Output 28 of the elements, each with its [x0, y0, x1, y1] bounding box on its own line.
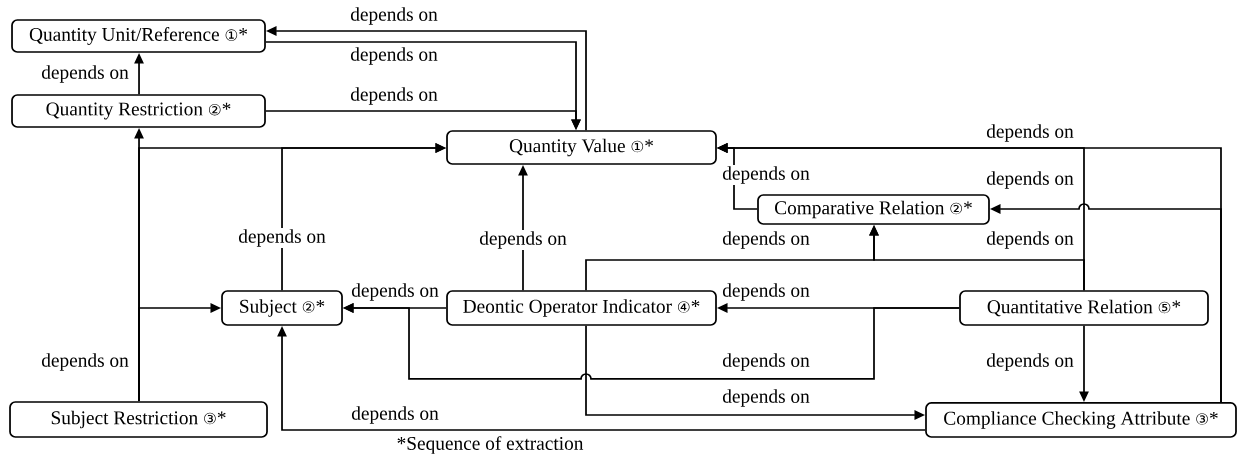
process-box: Subject ②*	[221, 290, 343, 326]
caption: *Sequence of extraction	[397, 436, 584, 454]
process-box: Subject Restriction ③*	[9, 401, 268, 438]
edge-label: depends on	[720, 281, 812, 303]
edge-label: depends on	[984, 122, 1076, 144]
edge-label: depends on	[348, 45, 440, 67]
edge-label: depends on	[349, 404, 441, 426]
edge-label: depends on	[984, 229, 1076, 251]
edge-label: depends on	[720, 387, 812, 409]
edge-label: depends on	[348, 85, 440, 107]
edge-label: depends on	[984, 169, 1076, 191]
edge-label: depends on	[39, 351, 131, 373]
edge-label: depends on	[236, 227, 328, 249]
edge-label: depends on	[720, 164, 812, 186]
edge-label: depends on	[720, 229, 812, 251]
process-box: Quantity Restriction ②*	[11, 94, 266, 128]
edge-label: depends on	[984, 351, 1076, 373]
edge-label: depends on	[348, 5, 440, 27]
process-box: Compliance Checking Attribute ③*	[925, 402, 1237, 438]
process-box: Quantitative Relation ⑤*	[959, 290, 1209, 326]
process-box: Comparative Relation ②*	[757, 194, 990, 225]
edge-label: depends on	[39, 63, 131, 85]
process-box: Quantity Value ①*	[446, 130, 717, 165]
edge-label: depends on	[349, 281, 441, 303]
edge-label: depends on	[477, 229, 569, 251]
process-box: Deontic Operator Indicator ④*	[446, 290, 717, 326]
process-box: Quantity Unit/Reference ①*	[11, 19, 266, 53]
edge-label: depends on	[720, 351, 812, 373]
